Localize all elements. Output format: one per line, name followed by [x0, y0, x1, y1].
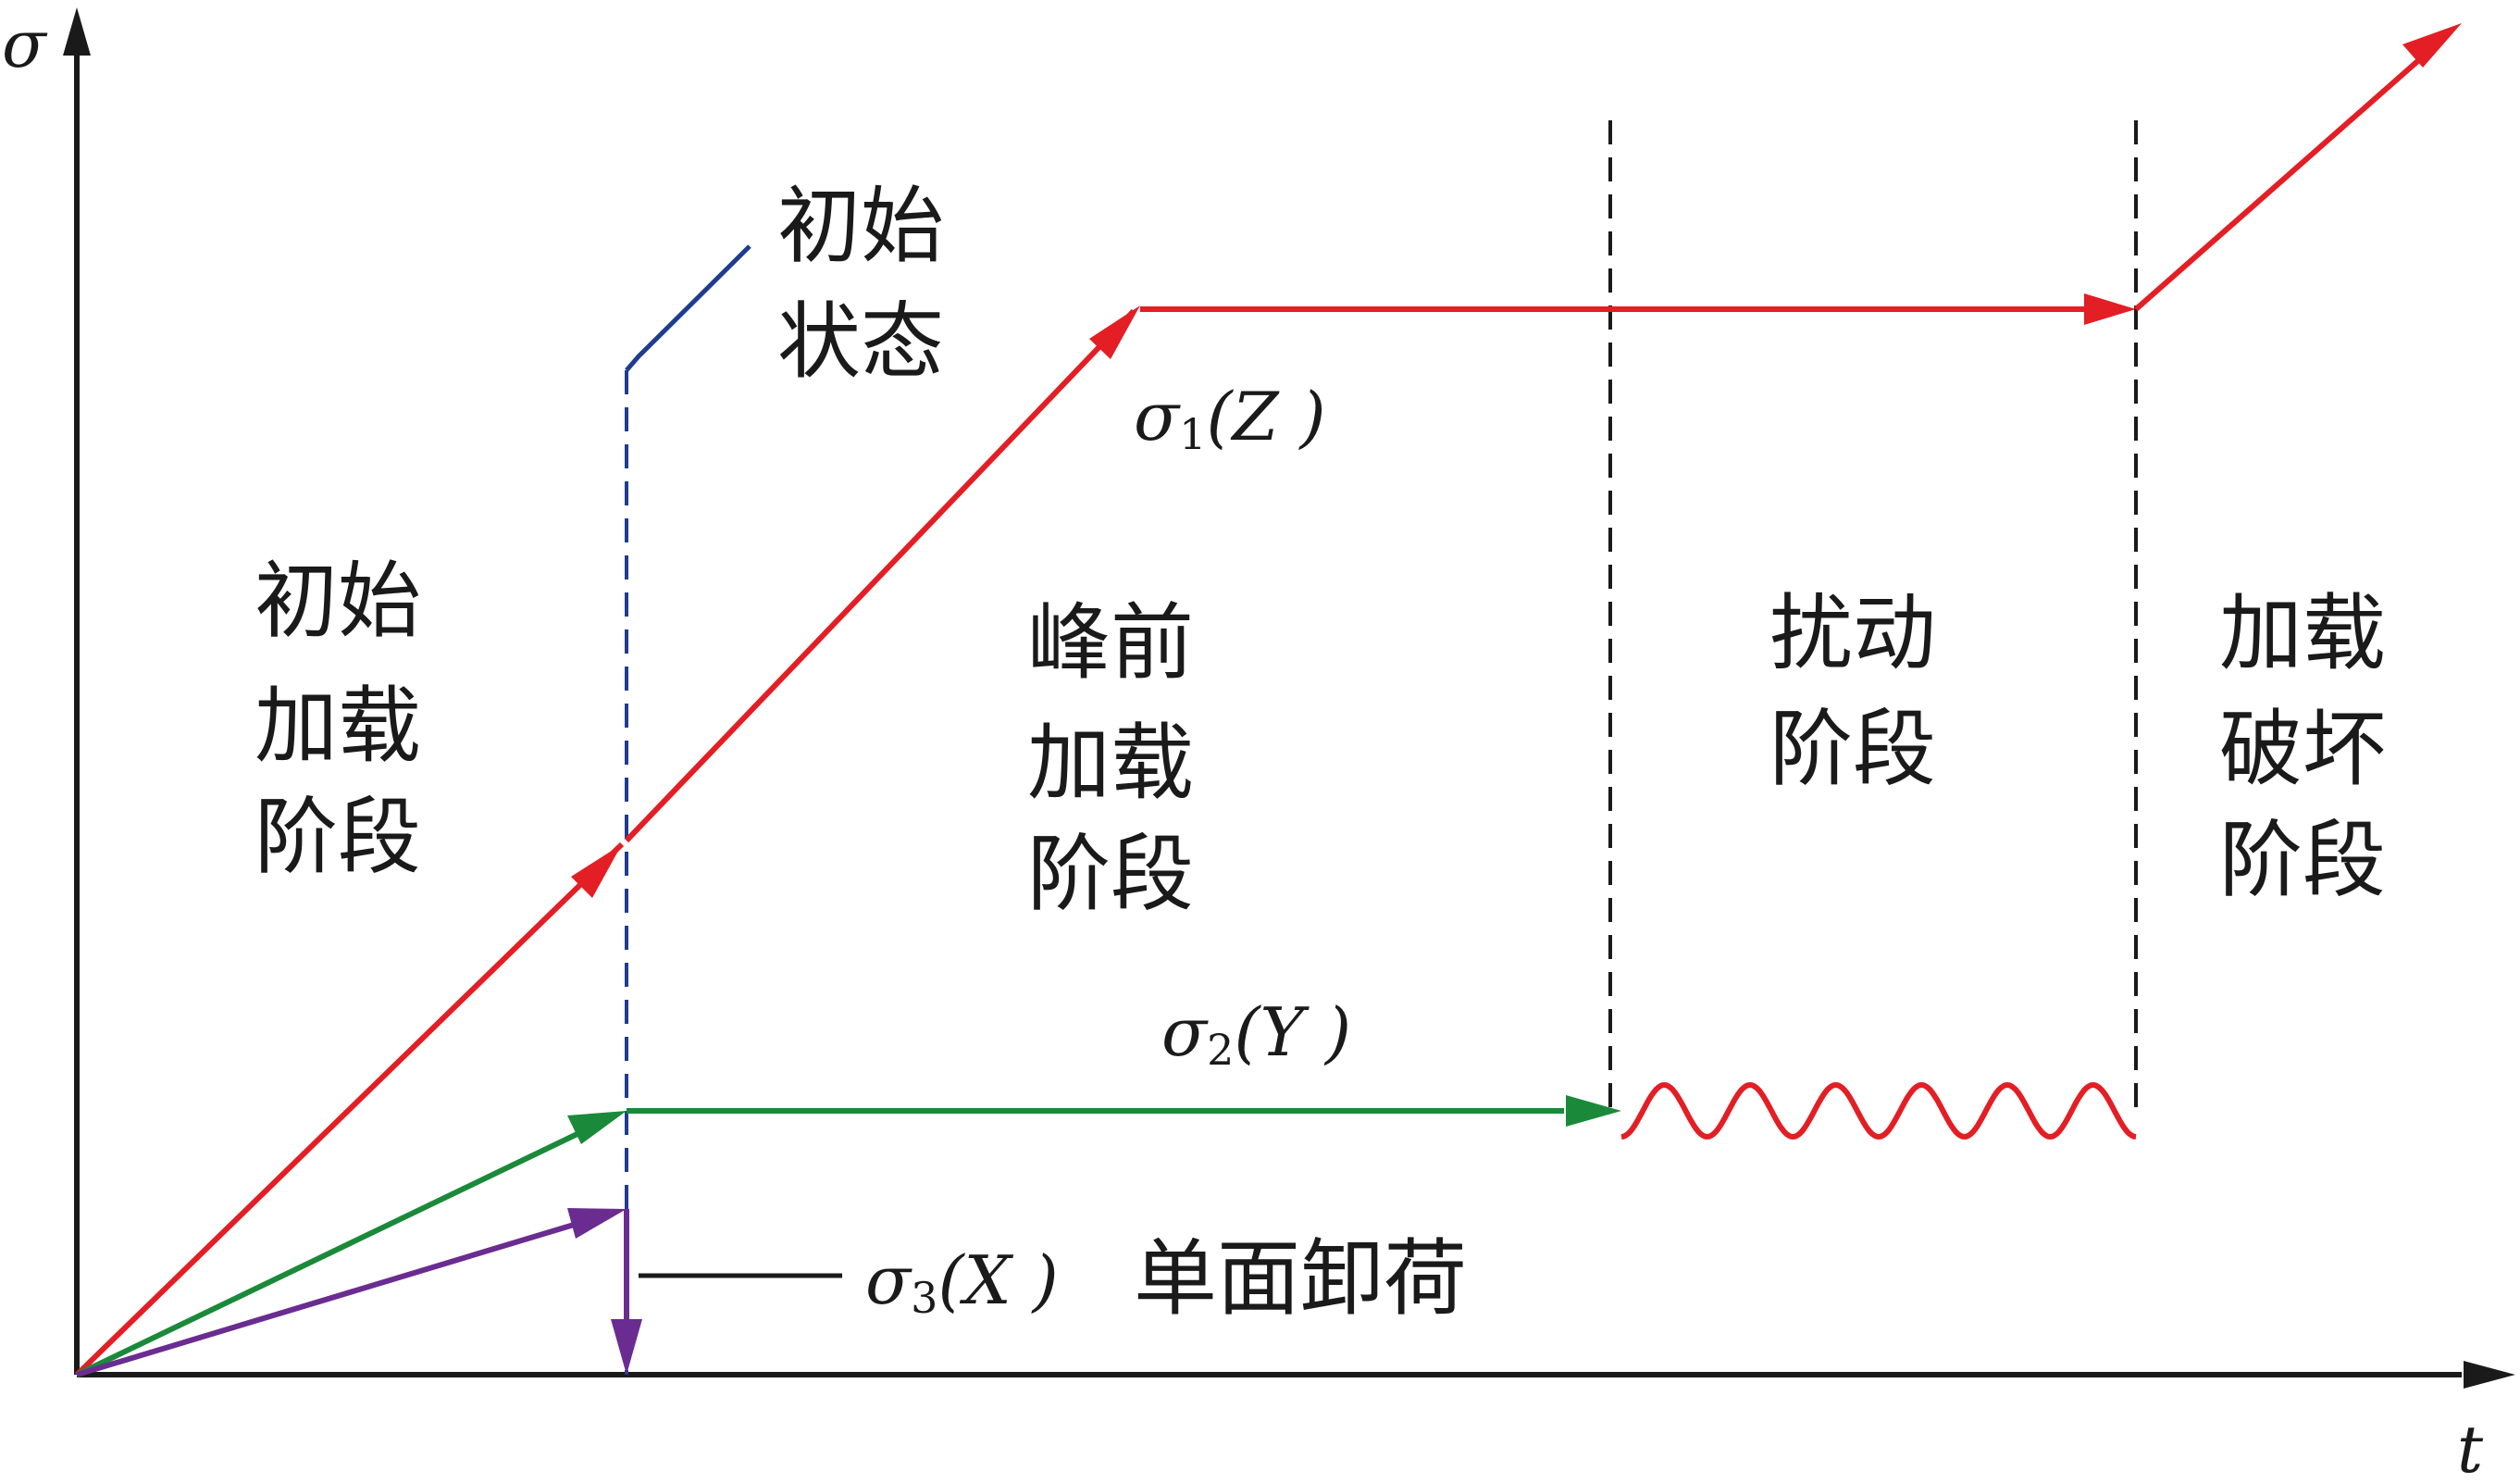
- sigma3-arrowhead-2: [611, 1319, 642, 1375]
- sigma2-label: σ2(Y ): [1161, 993, 1351, 1075]
- stage-prepeak-line-2: 加载: [1027, 715, 1194, 812]
- sigma1-prepeak-path: [624, 308, 1136, 843]
- x-axis-label: t: [2457, 1412, 2484, 1483]
- stage-prepeak-line-3: 阶段: [1027, 826, 1194, 923]
- sigma1-arrowhead-3: [2084, 293, 2136, 325]
- stage-failure-line-3: 阶段: [2219, 812, 2386, 909]
- stage-initial-loading: 初始 加载 阶段: [254, 553, 448, 886]
- sigma1-axis: (Z ): [1206, 378, 1325, 455]
- sigma2-arrowhead-1: [567, 1111, 627, 1144]
- sigma3-label: σ3(X ): [865, 1241, 1059, 1323]
- sigma2-arrowhead-2: [1566, 1095, 1621, 1127]
- sigma1-disturbance-wave: [1620, 1081, 2137, 1140]
- y-axis-label: σ: [2, 6, 48, 82]
- sigma2-initial-path: [75, 1128, 585, 1377]
- sigma1-label: σ1(Z ): [1134, 378, 1326, 459]
- sigma2-symbol: σ: [1161, 993, 1209, 1071]
- initial-state-line-2: 状态: [777, 293, 944, 391]
- sigma2-subscript: 2: [1207, 1025, 1234, 1075]
- sigma2-axis: (Y ): [1234, 993, 1351, 1071]
- sigma3-axis: (X ): [937, 1241, 1058, 1319]
- initial-state-label: 初始 状态: [777, 178, 971, 391]
- stage-initial-line-3: 阶段: [254, 789, 421, 886]
- sigma3-initial-path: [76, 1219, 584, 1377]
- y-axis-arrowhead: [63, 7, 91, 56]
- sigma1-failure-path: [2134, 48, 2431, 312]
- stage-pre-peak-loading: 峰前 加载 阶段: [1027, 594, 1221, 923]
- stage-failure-line-2: 破坏: [2219, 701, 2386, 798]
- stage-disturbance-line-2: 阶段: [1769, 701, 1936, 798]
- sigma3-subscript: 3: [911, 1273, 937, 1323]
- sigma1-arrowhead-1: [571, 844, 622, 898]
- initial-state-leader-line: [625, 244, 751, 372]
- stage-failure-line-1: 加载: [2219, 585, 2386, 682]
- stage-disturbance-line-1: 扰动: [1769, 585, 1936, 682]
- sigma1-initial-path: [74, 841, 625, 1377]
- sigma3-note: 单面卸荷: [1134, 1230, 1467, 1327]
- sigma3-arrowhead-1: [567, 1208, 627, 1239]
- stage-initial-line-2: 加载: [254, 678, 421, 775]
- sigma1-symbol: σ: [1134, 378, 1181, 455]
- x-axis-arrowhead: [2464, 1361, 2515, 1389]
- sigma1-arrowhead-4: [2402, 23, 2462, 68]
- sigma1-arrowhead-2: [1089, 305, 1140, 359]
- stage-loading-failure: 加载 破坏 阶段: [2219, 585, 2413, 909]
- sigma3-symbol: σ: [865, 1241, 912, 1319]
- stage-prepeak-line-1: 峰前: [1027, 594, 1194, 692]
- stage-disturbance: 扰动 阶段: [1769, 585, 1963, 798]
- stage-initial-line-1: 初始: [254, 553, 421, 650]
- initial-state-line-1: 初始: [777, 178, 944, 275]
- sigma1-subscript: 1: [1179, 409, 1206, 459]
